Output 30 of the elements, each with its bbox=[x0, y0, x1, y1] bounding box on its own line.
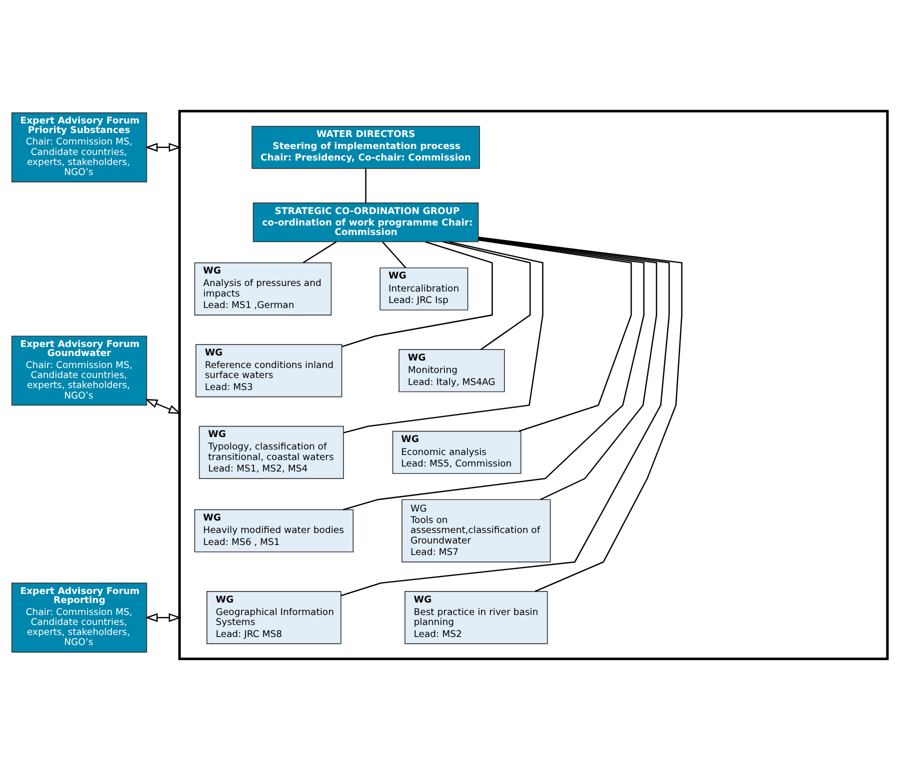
node-box: WATER DIRECTORS Steering of implementation process Chair: Presidency, Co-chair: Commission bbox=[252, 125, 480, 168]
connector bbox=[365, 168, 366, 202]
node-box: WG Typology, classification of transitional, coastal waters Lead: MS1, MS2, MS4 bbox=[198, 425, 344, 478]
node-box: WG Best practice in river basin planning Lead: MS2 bbox=[404, 590, 548, 644]
connector bbox=[382, 241, 406, 268]
arrow bbox=[145, 612, 182, 622]
connector bbox=[302, 240, 337, 263]
node-box: Expert Advisory Forum Reporting Chair: Commission MS, Candidate countries, experts, stakeholders, NGO’s bbox=[11, 582, 148, 652]
node-box: STRATEGIC CO-ORDINATION GROUP co-ordination of work programme Chair: Commission bbox=[252, 202, 479, 242]
node-box: WG Intercalibration Lead: JRC Isp bbox=[380, 266, 468, 310]
node-box: WG Economic analysis Lead: MS5, Commission bbox=[392, 430, 522, 474]
connector bbox=[442, 240, 531, 350]
arrow bbox=[144, 142, 182, 152]
node-box: WG Heavily modified water bodies Lead: MS6 , MS1 bbox=[194, 508, 354, 552]
node-box: WG Tools on assessment,classification of Groundwater Lead: MS7 bbox=[402, 498, 551, 562]
node-box: WG Geographical Information Systems Lead: JRC MS8 bbox=[206, 590, 342, 644]
connector bbox=[478, 237, 658, 500]
node-box: WG Reference conditions inland surface waters Lead: MS3 bbox=[196, 344, 342, 397]
connector bbox=[342, 240, 493, 347]
connector bbox=[343, 240, 544, 433]
node-box: WG Analysis of pressures and impacts Lead: MS1 ,German bbox=[194, 262, 332, 315]
arrow bbox=[144, 398, 182, 414]
connector bbox=[340, 236, 670, 596]
node-box: Expert Advisory Forum Goundwater Chair: Commission MS, Candidate countries, experts, stakeholders, NGO’s bbox=[11, 335, 148, 406]
connector bbox=[342, 238, 645, 510]
cluster bbox=[178, 109, 889, 660]
node-box: WG Monitoring Lead: Italy, MS4AG bbox=[398, 348, 505, 392]
node-box: Expert Advisory Forum Priority Substances Chair: Commission MS, Candidate countries, experts, stakeholders, NGO’s bbox=[11, 112, 148, 182]
connector bbox=[478, 238, 632, 432]
connector bbox=[478, 236, 682, 592]
